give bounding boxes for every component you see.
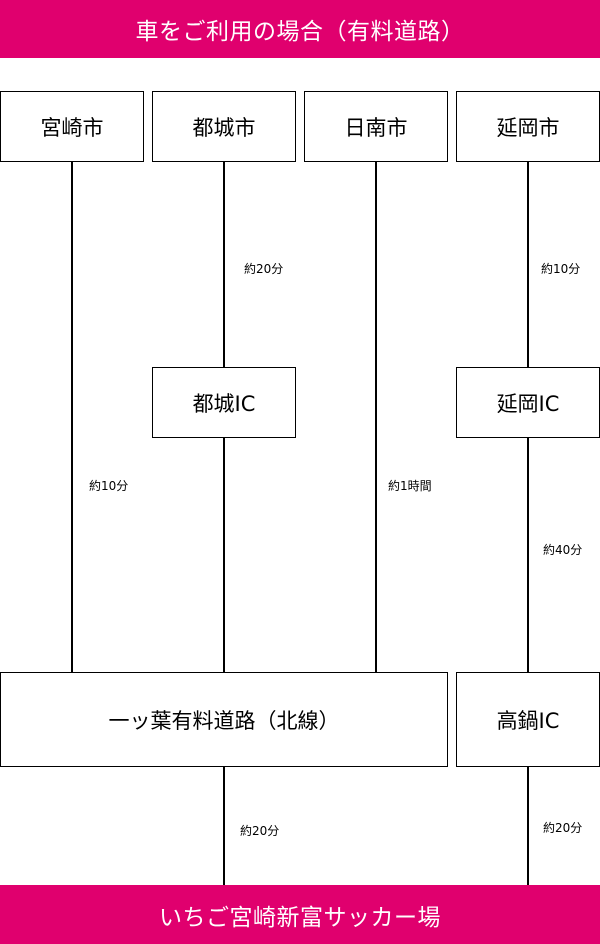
takanabe-ic-box: 高鍋IC — [456, 672, 600, 767]
origin-miyazaki-box: 宮崎市 — [0, 91, 144, 162]
toll-road-label: 一ッ葉有料道路（北線） — [108, 708, 340, 733]
line-takanabe-ic-to-destination — [527, 766, 529, 886]
destination-banner: いちご宮崎新富サッカー場 — [0, 885, 600, 944]
origin-nobeoka-box: 延岡市 — [456, 91, 600, 162]
line-miyazaki-to-road — [71, 161, 73, 673]
origin-miyazaki-label: 宮崎市 — [40, 115, 104, 140]
nobeoka-ic-box: 延岡IC — [456, 367, 600, 438]
line-miyakonojo-to-ic — [223, 161, 225, 368]
destination-label: いちご宮崎新富サッカー場 — [159, 904, 441, 931]
time-miyakonojo-to-ic: 約20分 — [244, 262, 284, 276]
miyakonojo-ic-box: 都城IC — [152, 367, 296, 438]
nobeoka-ic-label: 延岡IC — [496, 391, 560, 416]
line-nobeoka-to-ic — [527, 161, 529, 368]
origin-nichinan-label: 日南市 — [344, 115, 408, 140]
origin-nobeoka-label: 延岡市 — [496, 115, 560, 140]
origin-miyakonojo-box: 都城市 — [152, 91, 296, 162]
takanabe-ic-label: 高鍋IC — [496, 708, 560, 733]
header-title: 車をご利用の場合（有料道路） — [135, 19, 465, 45]
time-nobeoka-to-ic: 約10分 — [541, 262, 581, 276]
time-takanabe-ic-to-destination: 約20分 — [543, 821, 583, 835]
line-nobeoka-ic-to-takanabe-ic — [527, 437, 529, 673]
line-road-to-destination — [223, 766, 225, 886]
time-nobeoka-ic-to-takanabe-ic: 約40分 — [543, 543, 583, 557]
miyakonojo-ic-label: 都城IC — [192, 391, 256, 416]
header-banner: 車をご利用の場合（有料道路） — [0, 0, 600, 58]
origin-nichinan-box: 日南市 — [304, 91, 448, 162]
origin-miyakonojo-label: 都城市 — [192, 115, 256, 140]
line-nichinan-to-road — [375, 161, 377, 673]
time-nichinan-to-road: 約1時間 — [388, 479, 432, 493]
line-miyakonojo-ic-to-road — [223, 437, 225, 673]
toll-road-box: 一ッ葉有料道路（北線） — [0, 672, 448, 767]
time-road-to-destination: 約20分 — [240, 824, 280, 838]
time-miyazaki-to-road: 約10分 — [89, 479, 129, 493]
